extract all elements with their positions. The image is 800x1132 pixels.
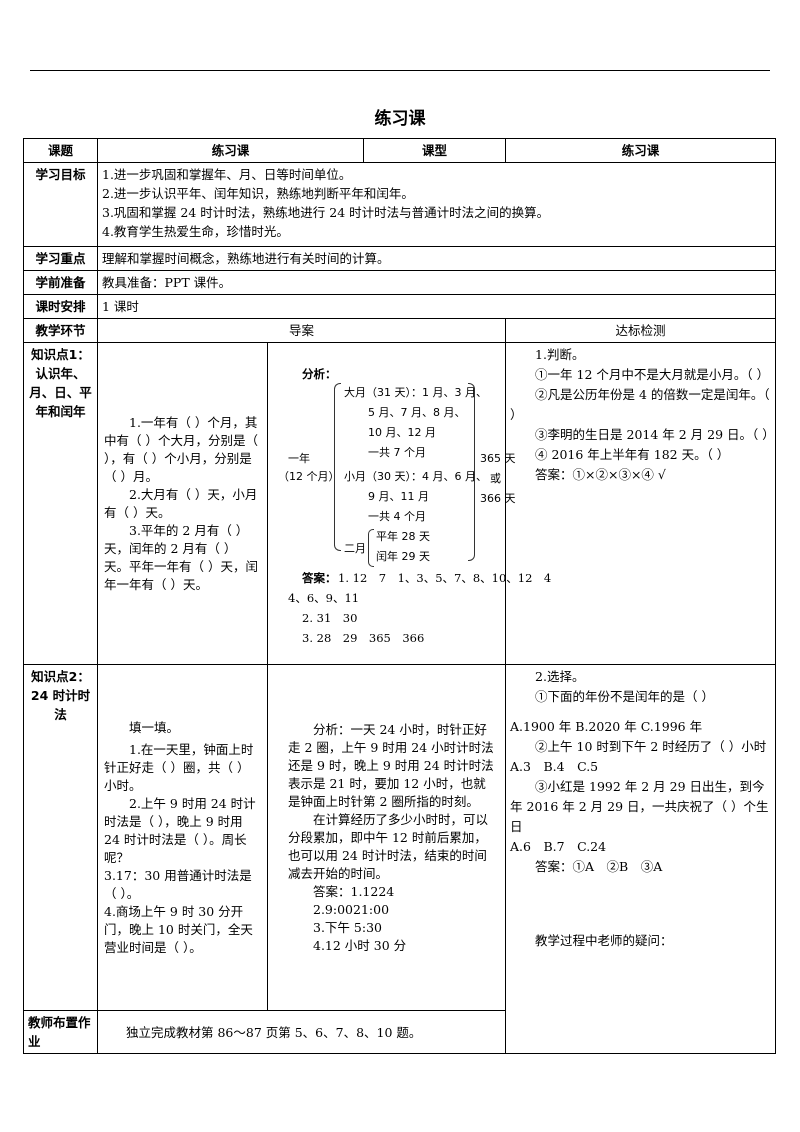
header-rule xyxy=(30,70,770,71)
diagram-leap-common: 平年 28 天 xyxy=(376,530,430,543)
goal-item: 1.进一步巩固和掌握年、月、日等时间单位。 xyxy=(102,167,352,182)
check-answer: 答案：①A ②B ③A xyxy=(535,859,663,874)
analysis-text: 在计算经历了多少小时时，可以分段累加，即中午 12 时前后累加，也可以用 24 … xyxy=(288,811,489,881)
kp1-question: 1.一年有（ ）个月，其中有（ ）个大月，分别是（ ），有（ ）个小月，分别是（… xyxy=(104,414,258,484)
homework-value: 独立完成教材第 86～87 页第 5、6、7、8、10 题。 xyxy=(96,1010,507,1054)
total-brace xyxy=(468,383,475,561)
answers-label: 答案： xyxy=(302,571,337,585)
topic-label: 课题 xyxy=(23,138,98,163)
guide-col-label: 导案 xyxy=(96,318,507,343)
check-item: ①一年 12 个月中不是大月就是小月。（ ） xyxy=(535,367,770,382)
focus-label: 学习重点 xyxy=(23,246,98,271)
homework-label: 教师布置作业 xyxy=(23,1010,98,1054)
focus-value: 理解和掌握时间概念，熟练地进行有关时间的计算。 xyxy=(96,246,777,271)
check-item: ②上午 10 时到下午 2 时经历了（ ）小时 xyxy=(535,739,767,754)
diagram-big-total: 一共 7 个月 xyxy=(368,446,426,459)
diagram-big-months-2: 5 月、7 月、8 月、 xyxy=(368,406,466,419)
check-col-label: 达标检测 xyxy=(505,318,777,343)
kp1-check: 1.判断。 ①一年 12 个月中不是大月就是小月。（ ） ②凡是公历年份是 4 … xyxy=(505,342,777,665)
answer-1: 1. 12 7 1、3、5、7、8、10、12 4 xyxy=(338,571,552,585)
diagram-366: 366 天 xyxy=(480,492,516,505)
lesson-plan-table: 课题 练习课 课型 练习课 学习目标 1.进一步巩固和掌握年、月、日等时间单位。… xyxy=(23,138,777,1054)
column-header-row: 教学环节 导案 达标检测 xyxy=(23,318,777,343)
kp2-check: 2.选择。 ①下面的年份不是闰年的是（ ） A.1900 年 B.2020 年 … xyxy=(505,664,777,1054)
kp2-question: 1.在一天里，钟面上时针正好走（ ）圈，共（ ）小时。 xyxy=(104,741,254,793)
fill-title: 填一填。 xyxy=(129,719,180,735)
kp2-question: 4.商场上午 9 时 30 分开门，晚上 10 时关门，全天营业时间是（ ）。 xyxy=(104,903,253,955)
kp2-analysis: 分析：一天 24 小时，时针正好走 2 圈，上午 9 时用 24 小时计时法还是… xyxy=(266,664,507,1011)
answer-2: 2. 31 30 xyxy=(302,611,358,625)
prep-value: 教具准备：PPT 课件。 xyxy=(96,270,777,295)
topic-value: 练习课 xyxy=(96,138,365,163)
answer-3: 3. 28 29 365 366 xyxy=(302,631,425,645)
diagram-or: 或 xyxy=(490,472,501,485)
check-title: 1.判断。 xyxy=(535,347,585,362)
analysis-text: 分析：一天 24 小时，时针正好走 2 圈，上午 9 时用 24 小时计时法还是… xyxy=(288,721,494,809)
section-col-label: 教学环节 xyxy=(23,318,98,343)
diagram-small-months: 小月（30 天）：4 月、6 月、 xyxy=(344,470,487,483)
teacher-question: 教学过程中老师的疑问： xyxy=(535,933,673,948)
check-option: A.3 B.4 C.5 xyxy=(510,759,599,774)
kp1-label: 知识点1：认识年、月、日、平年和闰年 xyxy=(23,342,98,665)
check-item: ④ 2016 年上半年有 182 天。（ ） xyxy=(535,447,730,462)
kp2-label: 知识点2：24 时计时法 xyxy=(23,664,98,1011)
schedule-label: 课时安排 xyxy=(23,294,98,319)
check-item: ②凡是公历年份是 4 的倍数一定是闰年。（ ） xyxy=(510,387,770,422)
focus-row: 学习重点 理解和掌握时间概念，熟练地进行有关时间的计算。 xyxy=(23,246,777,271)
kp1-question: 2.大月有（ ）天，小月有（ ）天。 xyxy=(104,486,258,520)
diagram-small-months-2: 9 月、11 月 xyxy=(368,490,429,503)
check-answer: 答案：①×②×③×④ √ xyxy=(535,467,666,482)
header-row: 课题 练习课 课型 练习课 xyxy=(23,138,777,163)
kp2-answer: 答案：1.1224 xyxy=(313,883,395,899)
kp2-question: 2.上午 9 时用 24 时计时法是（ ），晚上 9 时用 24 时计时法是（ … xyxy=(104,795,256,865)
check-option: A.1900 年 B.2020 年 C.1996 年 xyxy=(510,719,703,734)
homework-row: 教师布置作业 独立完成教材第 86～87 页第 5、6、7、8、10 题。 xyxy=(23,1010,776,1054)
kp2-question: 3.17：30 用普通计时法是（ ）。 xyxy=(104,867,252,901)
diagram-small-total: 一共 4 个月 xyxy=(368,510,426,523)
diagram-365: 365 天 xyxy=(480,452,516,465)
diagram-year: 一年 xyxy=(288,452,310,465)
prep-label: 学前准备 xyxy=(23,270,98,295)
kp2-questions: 填一填。 1.在一天里，钟面上时针正好走（ ）圈，共（ ）小时。 2.上午 9 … xyxy=(97,664,268,1011)
goal-item: 4.教育学生热爱生命，珍惜时光。 xyxy=(102,224,289,239)
diagram-big-months: 大月（31 天）：1 月、3 月、 xyxy=(344,386,487,399)
check-item: ①下面的年份不是闰年的是（ ） xyxy=(535,689,714,704)
year-brace xyxy=(334,383,341,551)
kp1-questions: 1.一年有（ ）个月，其中有（ ）个大月，分别是（ ），有（ ）个小月，分别是（… xyxy=(97,342,268,665)
check-item: ③李明的生日是 2014 年 2 月 29 日。（ ） xyxy=(535,427,775,442)
schedule-row: 课时安排 1 课时 xyxy=(23,294,777,319)
kp2-answer: 2.9:0021:00 xyxy=(313,901,390,917)
schedule-value: 1 课时 xyxy=(96,294,777,319)
check-title: 2.选择。 xyxy=(535,669,585,684)
type-label: 课型 xyxy=(363,138,507,163)
feb-brace xyxy=(368,529,374,567)
diagram-leap-leap: 闰年 29 天 xyxy=(376,550,430,563)
kp1-question: 3.平年的 2 月有（ ）天，闰年的 2 月有（ ）天。平年一年有（ ）天，闰年… xyxy=(104,522,258,592)
analysis-label: 分析： xyxy=(302,367,337,381)
diagram-year-sub: （12 个月） xyxy=(278,470,340,483)
goals-row: 学习目标 1.进一步巩固和掌握年、月、日等时间单位。 2.进一步认识平年、闰年知… xyxy=(23,162,777,247)
goal-item: 2.进一步认识平年、闰年知识，熟练地判断平年和闰年。 xyxy=(102,186,414,201)
prep-row: 学前准备 教具准备：PPT 课件。 xyxy=(23,270,777,295)
diagram-big-months-3: 10 月、12 月 xyxy=(368,426,436,439)
kp2-answer: 3.下午 5:30 xyxy=(313,919,382,935)
kp2-row: 知识点2：24 时计时法 填一填。 1.在一天里，钟面上时针正好走（ ）圈，共（… xyxy=(23,664,777,1054)
goal-item: 3.巩固和掌握 24 时计时法，熟练地进行 24 时计时法与普通计时法之间的换算… xyxy=(102,205,550,220)
kp1-analysis: 分析： 一年 （12 个月） 大月（31 天）：1 月、3 月、 5 月、7 月… xyxy=(266,342,551,665)
page-title: 练习课 xyxy=(374,109,426,129)
type-value: 练习课 xyxy=(505,138,777,163)
goals-list: 1.进一步巩固和掌握年、月、日等时间单位。 2.进一步认识平年、闰年知识，熟练地… xyxy=(96,162,777,247)
diagram-feb: 二月 xyxy=(344,542,366,555)
kp2-answer: 4.12 小时 30 分 xyxy=(313,937,407,953)
check-option: A.6 B.7 C.24 xyxy=(510,839,607,854)
check-item: ③小红是 1992 年 2 月 29 日出生，到今年 2016 年 2 月 29… xyxy=(510,779,769,834)
goals-label: 学习目标 xyxy=(23,162,98,247)
answer-1b: 4、6、9、11 xyxy=(288,591,360,605)
kp1-row: 知识点1：认识年、月、日、平年和闰年 1.一年有（ ）个月，其中有（ ）个大月，… xyxy=(23,342,777,665)
